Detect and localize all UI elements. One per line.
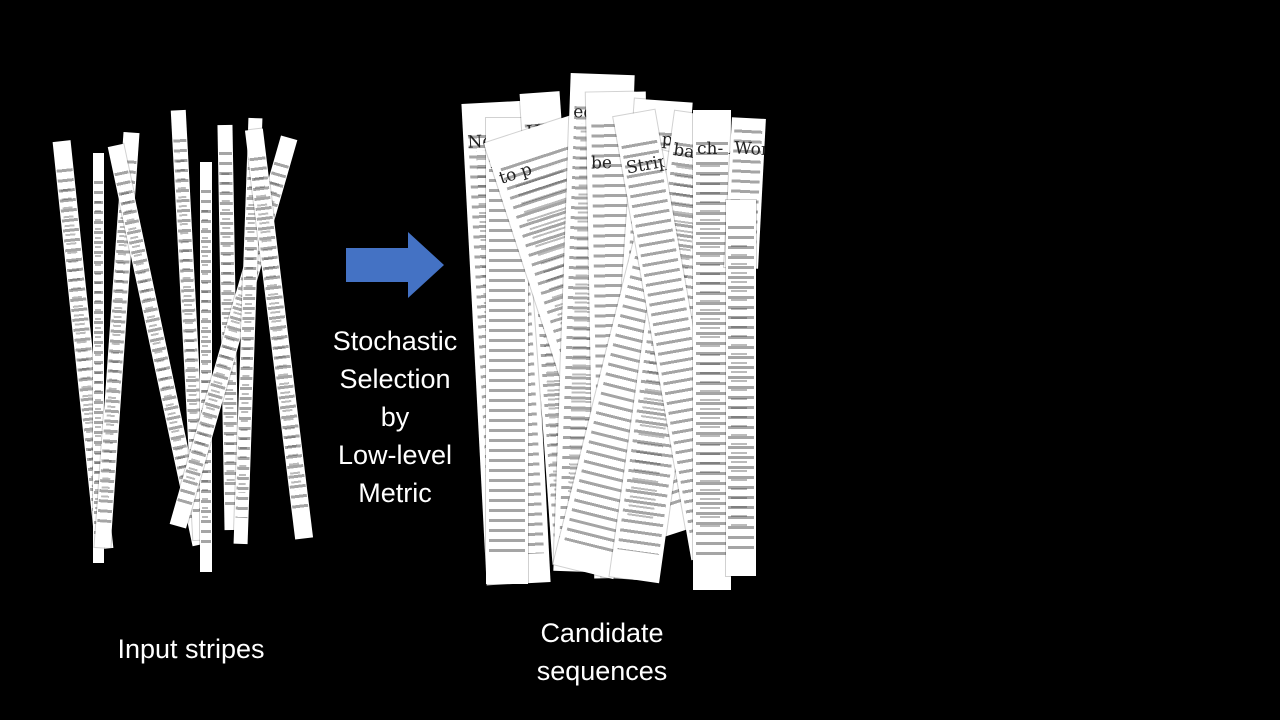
stripe-heading: be (590, 153, 613, 174)
input-stripe (93, 153, 104, 563)
process-label: Stochastic Selection by Low-level Metric (318, 322, 472, 512)
right-arrow-icon (344, 230, 446, 300)
arrow-graphic (346, 232, 444, 298)
input-stripes-label: Input stripes (117, 634, 265, 664)
candidate-stripe: ocu (726, 200, 756, 576)
process-label-line: Metric (358, 478, 432, 508)
process-label-line: Stochastic (332, 326, 458, 356)
candidate-stripe: ch- A (693, 110, 731, 590)
process-label-line: Low-level (337, 440, 453, 470)
stripe-heading: ch- A (697, 139, 731, 159)
stripe-heading: Word (733, 138, 766, 161)
output-label-line: Candidate (540, 618, 664, 648)
process-label-line: by (380, 402, 410, 432)
input-stripe (200, 162, 212, 572)
process-label-line: Selection (339, 364, 451, 394)
output-label-line: sequences (536, 656, 668, 686)
candidate-sequences-label: Candidate sequences (500, 614, 704, 690)
